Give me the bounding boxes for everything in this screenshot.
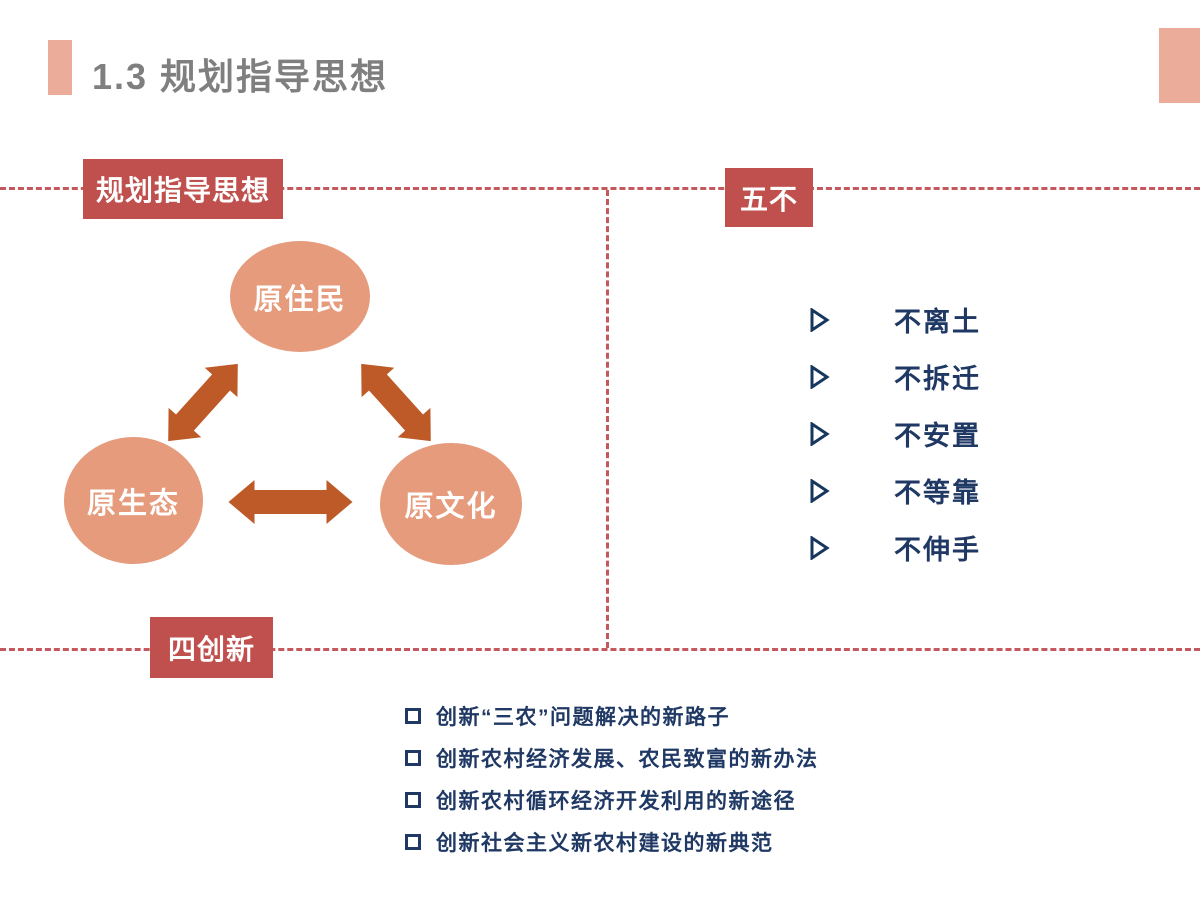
arrowhead-bullet-icon bbox=[810, 535, 894, 560]
list-item: 不安置 bbox=[810, 405, 981, 462]
list-item-label: 不等靠 bbox=[894, 478, 981, 508]
four-innovations-list: 创新“三农”问题解决的新路子 创新农村经济发展、农民致富的新办法 创新农村循环经… bbox=[405, 695, 819, 863]
list-item: 不离土 bbox=[810, 291, 981, 348]
list-item-label: 创新“三农”问题解决的新路子 bbox=[436, 706, 730, 729]
list-item-label: 创新农村循环经济开发利用的新途径 bbox=[436, 790, 796, 813]
diagram-node-culture: 原文化 bbox=[380, 443, 522, 565]
square-bullet-icon bbox=[405, 708, 421, 724]
list-item: 不等靠 bbox=[810, 462, 981, 519]
section-label-five-nots: 五不 bbox=[725, 168, 813, 227]
dashed-divider-bottom bbox=[0, 648, 1200, 651]
arrowhead-bullet-icon bbox=[810, 478, 894, 503]
page-title: 1.3 规划指导思想 bbox=[92, 56, 389, 97]
dashed-divider-top bbox=[0, 187, 1200, 190]
list-item: 不拆迁 bbox=[810, 348, 981, 405]
diagram-node-ecology: 原生态 bbox=[64, 437, 203, 564]
list-item-label: 创新社会主义新农村建设的新典范 bbox=[436, 832, 774, 855]
double-arrow-right-diagonal bbox=[361, 363, 431, 442]
double-arrow-horizontal bbox=[228, 480, 353, 524]
arrowhead-bullet-icon bbox=[810, 421, 894, 446]
double-arrow-left-diagonal bbox=[168, 363, 238, 442]
square-bullet-icon bbox=[405, 834, 421, 850]
list-item-label: 不安置 bbox=[894, 421, 981, 451]
list-item-label: 不伸手 bbox=[894, 535, 981, 565]
square-bullet-icon bbox=[405, 792, 421, 808]
list-item: 创新农村循环经济开发利用的新途径 bbox=[405, 779, 819, 821]
corner-decoration bbox=[1159, 28, 1200, 103]
dashed-divider-vertical bbox=[606, 190, 609, 648]
list-item-label: 创新农村经济发展、农民致富的新办法 bbox=[436, 748, 819, 771]
list-item-label: 不离土 bbox=[894, 307, 981, 337]
list-item: 创新社会主义新农村建设的新典范 bbox=[405, 821, 819, 863]
list-item: 创新农村经济发展、农民致富的新办法 bbox=[405, 737, 819, 779]
list-item-label: 不拆迁 bbox=[894, 364, 981, 394]
arrowhead-bullet-icon bbox=[810, 364, 894, 389]
five-nots-list: 不离土 不拆迁 不安置 不等靠 不伸手 bbox=[810, 291, 981, 576]
diagram-node-residents: 原住民 bbox=[230, 241, 370, 352]
list-item: 创新“三农”问题解决的新路子 bbox=[405, 695, 819, 737]
section-label-guiding-principles: 规划指导思想 bbox=[83, 159, 283, 219]
section-label-four-innovations: 四创新 bbox=[150, 617, 273, 678]
arrowhead-bullet-icon bbox=[810, 307, 894, 332]
square-bullet-icon bbox=[405, 750, 421, 766]
list-item: 不伸手 bbox=[810, 519, 981, 576]
title-accent-bar bbox=[48, 40, 72, 95]
